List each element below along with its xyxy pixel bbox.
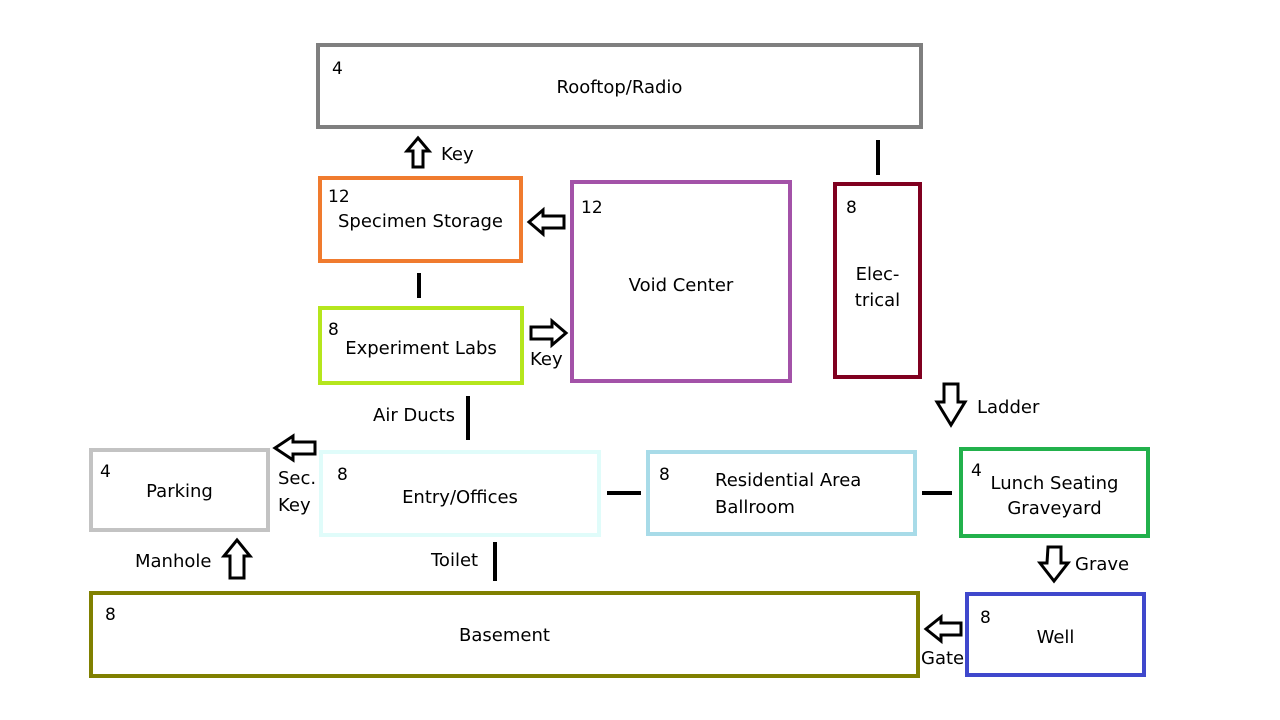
room-capacity: 12 <box>328 187 350 207</box>
arrow-left-gate <box>923 613 963 645</box>
room-capacity: 4 <box>971 461 982 481</box>
room-name: Specimen Storage <box>338 211 503 232</box>
label-gate: Gate <box>921 648 965 669</box>
room-well: 8 Well <box>965 592 1146 677</box>
room-name: Rooftop/Radio <box>556 77 683 98</box>
room-name-line2: Graveyard <box>1007 498 1102 519</box>
arrow-down-ladder <box>934 382 968 428</box>
label-manhole: Manhole <box>135 551 212 572</box>
room-name: Void Center <box>628 275 734 296</box>
room-name: Well <box>1036 627 1075 648</box>
label-air-ducts: Air Ducts <box>373 405 456 426</box>
label-sec-key: Key <box>278 495 311 516</box>
room-capacity: 8 <box>846 198 857 218</box>
arrow-up-key <box>403 135 433 169</box>
room-name-line1: Residential Area <box>715 470 862 491</box>
room-void-center: 12 Void Center <box>570 180 792 383</box>
room-name: Experiment Labs <box>345 338 497 359</box>
arrow-up-manhole <box>220 537 254 580</box>
room-basement: 8 Basement <box>89 591 920 678</box>
label-key-up: Key <box>441 144 474 165</box>
room-capacity: 8 <box>337 465 348 485</box>
room-capacity: 8 <box>980 608 991 628</box>
room-capacity: 4 <box>332 59 343 79</box>
room-name-line2: trical <box>854 290 901 311</box>
room-name: Basement <box>459 625 550 646</box>
label-ladder: Ladder <box>977 397 1040 418</box>
arrow-down-grave <box>1036 545 1072 584</box>
arrow-right-key <box>529 317 569 349</box>
label-grave: Grave <box>1075 554 1130 575</box>
room-capacity: 12 <box>581 198 603 218</box>
room-residential-area: 8 Residential Area Ballroom <box>646 450 917 536</box>
room-experiment-labs: 8 Experiment Labs <box>318 306 524 385</box>
room-specimen-storage: 12 Specimen Storage <box>318 176 523 263</box>
room-name-line2: Ballroom <box>715 497 795 518</box>
room-name-line1: Lunch Seating <box>990 473 1119 494</box>
room-name: Entry/Offices <box>402 487 518 508</box>
room-electrical: 8 Elec- trical <box>833 182 922 379</box>
label-toilet: Toilet <box>431 550 479 571</box>
room-capacity: 8 <box>328 320 339 340</box>
room-lunch-seating: 4 Lunch Seating Graveyard <box>959 447 1150 538</box>
arrow-left-void-to-specimen <box>526 206 566 238</box>
room-parking: 4 Parking <box>89 448 270 532</box>
label-sec: Sec. <box>278 468 317 489</box>
room-capacity: 8 <box>659 465 670 485</box>
room-capacity: 4 <box>100 462 111 482</box>
room-capacity: 8 <box>105 605 116 625</box>
arrow-left-sec-key <box>272 433 317 463</box>
room-name: Parking <box>146 481 213 502</box>
label-key-right: Key <box>530 349 563 370</box>
room-name-line1: Elec- <box>855 264 900 285</box>
room-rooftop-radio: 4 Rooftop/Radio <box>316 43 923 129</box>
room-entry-offices: 8 Entry/Offices <box>319 450 601 537</box>
